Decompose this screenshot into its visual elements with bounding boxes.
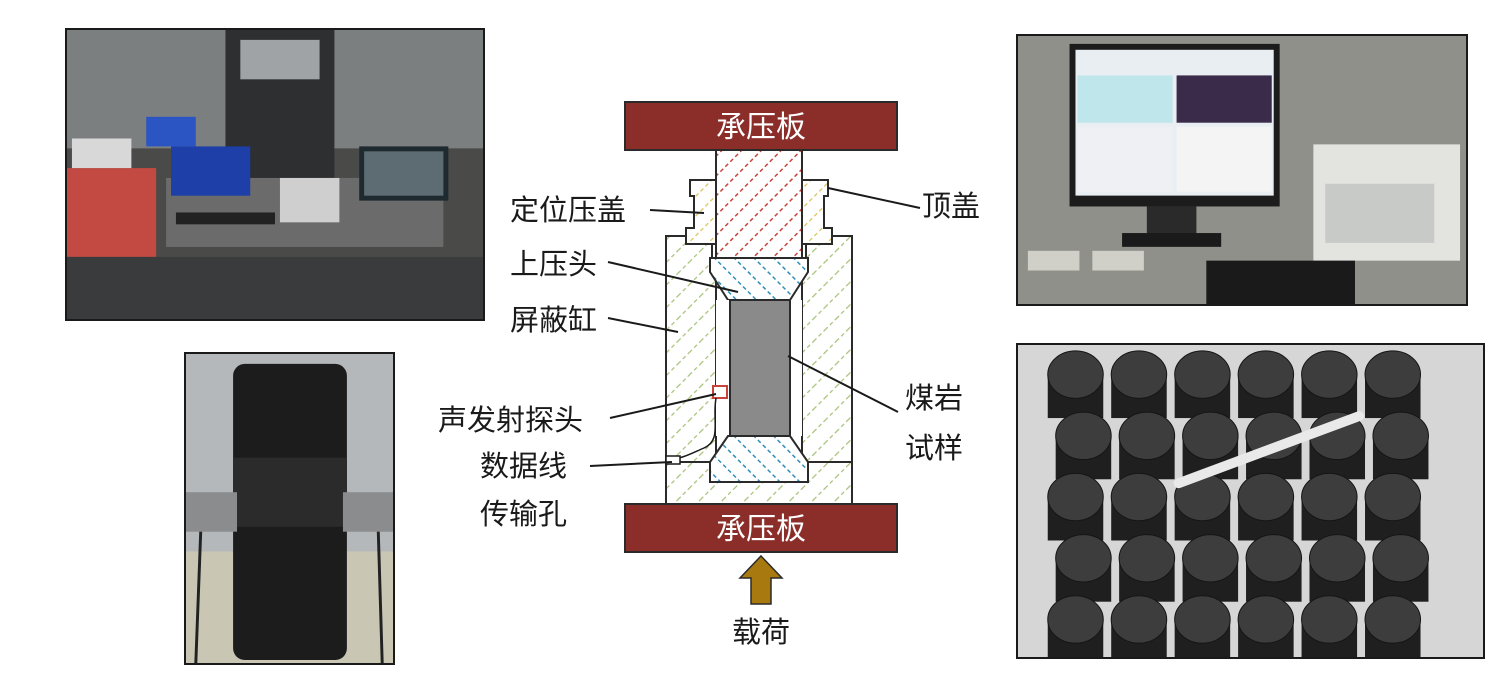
- bearing-plate-bottom: [624, 503, 898, 553]
- sample-cylinder-top: [1047, 472, 1104, 522]
- ae-probe: [712, 385, 728, 399]
- sample-cylinder-top: [1372, 411, 1429, 461]
- load-label: 载荷: [732, 615, 790, 649]
- coal-rock-samples-photo: [1016, 343, 1485, 659]
- lower-indenter: [709, 435, 809, 483]
- shield-cylinder-label: 屏蔽缸: [510, 303, 597, 337]
- sample-cylinder-top: [1110, 350, 1168, 399]
- ae-monitoring-system-photo: [1016, 34, 1468, 306]
- sample-cylinder-top: [1118, 534, 1176, 583]
- sample-cylinder-top: [1301, 472, 1358, 522]
- sample-cylinder-top: [1237, 472, 1295, 522]
- sample-cylinder-top: [1182, 411, 1239, 461]
- sample-cylinder-top: [1047, 350, 1104, 399]
- top-cap-label: 顶盖: [922, 189, 980, 223]
- sample-cylinder-top: [1237, 595, 1295, 644]
- upper-indenter-head: [709, 257, 809, 301]
- sample-cylinder-top: [1301, 350, 1358, 399]
- sample-cylinder-top: [1364, 595, 1422, 644]
- sample-cylinder-top: [1110, 595, 1168, 644]
- specimen-with-probes-photo: [184, 352, 395, 665]
- sample-cylinder-top: [1174, 350, 1231, 399]
- sample-cylinder-top: [1364, 472, 1422, 522]
- specimen-label: 试样: [905, 431, 963, 465]
- sample-cylinder-top: [1237, 350, 1295, 399]
- sample-cylinder-top: [1301, 595, 1358, 644]
- bearing-plate-bottom-label: 承压板: [716, 512, 806, 547]
- sample-cylinder-top: [1372, 534, 1429, 583]
- sample-cylinder-top: [1182, 534, 1239, 583]
- ae-probe-label: 声发射探头: [438, 403, 583, 437]
- sample-cylinder-top: [1055, 411, 1112, 461]
- positioning-cap-label: 定位压盖: [510, 193, 626, 227]
- upper-indenter-label: 上压头: [510, 247, 597, 281]
- sample-cylinder-top: [1245, 534, 1303, 583]
- sample-cylinder-top: [1110, 472, 1168, 522]
- lab-test-system-photo: [65, 28, 485, 321]
- sample-cylinder-top: [1308, 534, 1366, 583]
- upper-indenter-column: [715, 147, 803, 259]
- sample-cylinder-top: [1174, 595, 1231, 644]
- bearing-plate-top: [624, 101, 898, 151]
- transfer-hole-label: 传输孔: [480, 497, 567, 531]
- sample-cylinder-top: [1364, 350, 1422, 399]
- data-line-label: 数据线: [480, 449, 567, 483]
- sample-cylinder-top: [1047, 595, 1104, 644]
- transfer-hole: [665, 455, 681, 465]
- sample-cylinder-top: [1118, 411, 1176, 461]
- sample-cylinder-top: [1055, 534, 1112, 583]
- top-cap-right: [801, 179, 833, 245]
- coal-rock-label: 煤岩: [905, 381, 963, 415]
- bearing-plate-top-label: 承压板: [716, 110, 806, 145]
- load-arrow: [738, 554, 784, 605]
- coal-rock-specimen: [729, 299, 791, 437]
